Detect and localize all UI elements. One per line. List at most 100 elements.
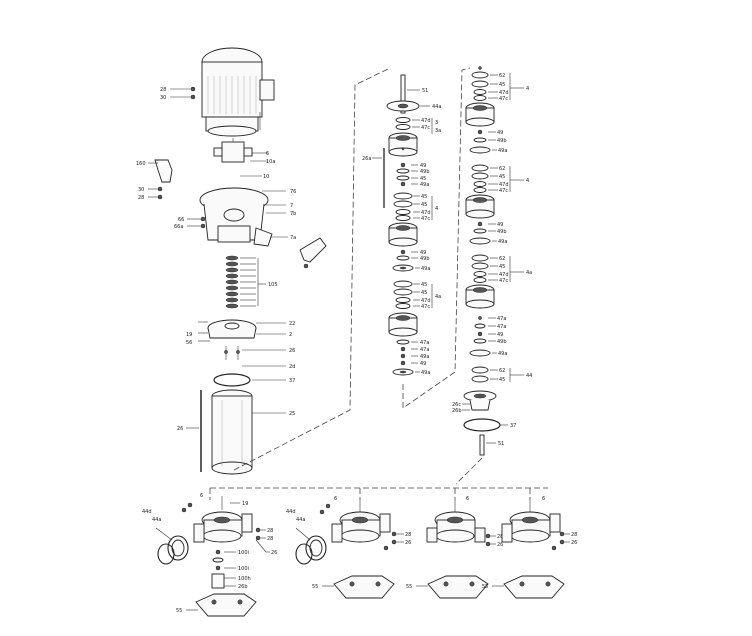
label-bottom-56: 56 — [186, 340, 192, 346]
right-stage-bottom: 47a 47a 49 49b 49a 62 45 44 — [469, 316, 532, 383]
label-base-28a: 28 — [267, 528, 273, 534]
label-sleeve-25: 25 — [289, 411, 295, 417]
label-mid-3: 3 — [435, 120, 438, 126]
label-mid-shaft: 51 — [422, 88, 428, 94]
mid-stage-2: 49 49b 49a 45 45 47d 47c 4a — [388, 249, 441, 337]
label-mid-s2-49b: 49b — [420, 256, 430, 262]
label-right-37: 37 — [510, 423, 516, 429]
label-base-28b: 28 — [267, 536, 273, 542]
label-right-26b: 26b — [452, 408, 462, 414]
label-right-47c: 47c — [499, 96, 508, 102]
label-v2-26: 26 — [405, 540, 411, 546]
label-right-26c: 26c — [452, 402, 461, 408]
label-right-b-62: 62 — [499, 368, 505, 374]
label-v4-55: 55 — [482, 584, 488, 590]
label-mid-s1-47c: 47c — [421, 216, 430, 222]
mid-dash-rod: 26a — [362, 148, 385, 208]
label-left-66a: 66a — [174, 224, 183, 230]
label-right-s2-47c: 47c — [499, 278, 508, 284]
label-bottom-26: 26 — [289, 348, 295, 354]
label-base-6: 6 — [200, 493, 203, 499]
label-mid-s1-45b: 45 — [421, 202, 427, 208]
side-handle — [299, 237, 327, 269]
label-coupling-c: 10 — [263, 174, 269, 180]
label-right-44: 44 — [526, 373, 532, 379]
label-mid-49b: 49b — [420, 169, 430, 175]
pump-head: 76 7 7b 7a 66 66a — [174, 187, 296, 247]
label-mid-s2-47d: 47d — [421, 298, 431, 304]
label-right-49: 49 — [497, 130, 503, 136]
label-mid-s1-45: 45 — [421, 194, 427, 200]
right-intake: 26c 26b 37 51 — [452, 390, 516, 456]
label-mid-3a: 3a — [435, 128, 441, 134]
label-bottom-2: 2 — [289, 332, 292, 338]
base-variant-2: 6 44d 44a 28 26 55 — [286, 496, 411, 599]
right-stage-2: 62 45 47d 47c 4a — [465, 254, 532, 309]
label-base-100: 100i — [238, 566, 249, 572]
label-right-49b: 49b — [497, 138, 507, 144]
motor-bolts: 28 30 — [160, 86, 261, 130]
label-v2-28: 28 — [405, 532, 411, 538]
label-head-76: 76 — [290, 189, 296, 195]
label-tierod-26: 26 — [177, 426, 183, 432]
base-variant-3: 6 28 26 55 — [406, 496, 503, 599]
label-bottom-19: 19 — [186, 332, 192, 338]
label-right-45: 45 — [499, 82, 505, 88]
connector-right-to-base — [455, 457, 483, 485]
label-right-b-49: 49 — [497, 332, 503, 338]
mid-stage-1: 49 49b 45 49a 45 45 47d 47c 4 — [388, 162, 438, 247]
label-right-62: 62 — [499, 73, 505, 79]
label-coupling-b: 10a — [266, 159, 275, 165]
label-motor-set-b: 30 — [160, 95, 166, 101]
coupling: 6 10a 10 — [213, 138, 275, 180]
label-mid-4a: 4a — [435, 294, 441, 300]
label-right-49a: 49a — [498, 148, 507, 154]
label-right-s1-49b: 49b — [497, 229, 507, 235]
label-right-s2-47d: 47d — [499, 272, 509, 278]
connector-mid-to-right — [402, 67, 471, 409]
label-right-s1-47c: 47c — [499, 188, 508, 194]
label-right-s1-45: 45 — [499, 174, 505, 180]
label-right-b-49b: 49b — [497, 339, 507, 345]
label-mid-b-49: 49 — [420, 361, 426, 367]
label-right-s1-49: 49 — [497, 222, 503, 228]
label-mid-s2-49: 49 — [420, 250, 426, 256]
label-head-7b: 7b — [290, 211, 296, 217]
label-v3-55: 55 — [406, 584, 412, 590]
connector-left-to-mid — [233, 67, 391, 471]
label-bolt-b: 28 — [138, 195, 144, 201]
label-base-19: 19 — [242, 501, 248, 507]
label-v2-44a: 44a — [296, 517, 305, 523]
label-right-s1-4: 4 — [526, 178, 529, 184]
label-right-s2-45: 45 — [499, 264, 505, 270]
label-right-s1-47d: 47d — [499, 182, 509, 188]
motor — [201, 47, 275, 137]
mid-top-stage: 44a 47d 47c 3 3a — [386, 100, 441, 157]
label-right-b-47: 47a — [497, 316, 506, 322]
label-right-b-49a: 49a — [498, 351, 507, 357]
label-right-b-45: 45 — [499, 377, 505, 383]
label-right-4a: 4a — [526, 270, 532, 276]
label-base-100i: 100i — [238, 550, 249, 556]
label-bottom-2d: 2d — [289, 364, 295, 370]
label-v2-6: 6 — [334, 496, 337, 502]
label-bottom-22: 22 — [289, 321, 295, 327]
label-mid-49a: 49a — [420, 182, 429, 188]
label-mid-b-49a2: 49a — [421, 370, 430, 376]
label-v4-28: 28 — [571, 532, 577, 538]
label-v2-44d: 44d — [286, 509, 296, 515]
label-v2-55: 55 — [312, 584, 318, 590]
label-mid-b-47: 47a — [420, 340, 429, 346]
label-seal-stack: 105 — [268, 282, 278, 288]
label-base-44a: 44a — [152, 517, 161, 523]
mid-stage-bottom: 47a 47a 49a 49 49a — [392, 339, 430, 376]
label-v3-28: 28 — [497, 534, 503, 540]
tie-rod: 26 — [177, 390, 202, 472]
o-ring: 37 — [213, 373, 295, 387]
label-right-51: 51 — [498, 441, 504, 447]
shaft-seal-stack: 105 — [225, 255, 278, 309]
label-motor-set-a: 28 — [160, 87, 166, 93]
right-top-stage: 62 45 47d 47c 4 49 49b 49a — [465, 66, 529, 154]
